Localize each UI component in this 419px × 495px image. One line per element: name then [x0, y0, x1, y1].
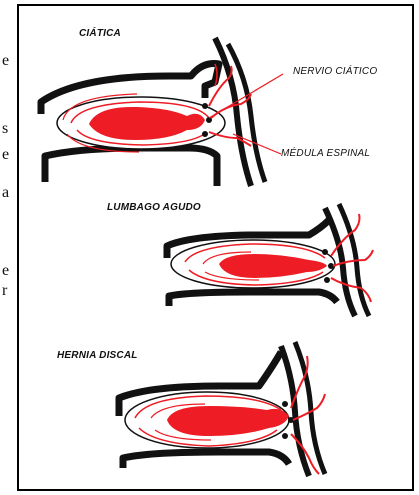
herniated-disc-illustration — [119, 342, 325, 476]
figure-title-lumbago: LUMBAGO AGUDO — [107, 202, 201, 213]
disc-diagram — [19, 6, 416, 493]
clipped-text-char: r — [2, 282, 7, 300]
nerve-root-dot — [322, 249, 328, 255]
lumbago-illustration — [167, 204, 373, 316]
nerve-root-dot — [202, 131, 208, 137]
nerve-root-dot — [202, 103, 208, 109]
vertebra-bottom — [123, 452, 289, 468]
figure-title-herniated-disc: HERNIA DISCAL — [57, 350, 138, 361]
illustration-frame: CIÁTICA NERVIO CIÁTICO MÉDULA ESPINAL LU… — [17, 4, 414, 491]
nerve-line — [211, 94, 251, 118]
clipped-text-char: s — [2, 120, 8, 138]
clipped-text-char: e — [2, 146, 9, 164]
sciatica-illustration — [41, 38, 283, 186]
nerve-root-dot — [282, 401, 288, 407]
clipped-text-char: e — [2, 262, 9, 280]
vertebra-bottom — [169, 292, 337, 306]
clipped-text-char: e — [2, 52, 9, 70]
nerve-root-dot — [282, 433, 288, 439]
clipped-text-char: a — [2, 184, 9, 202]
spinal-cord-label: MÉDULA ESPINAL — [281, 148, 370, 159]
nerve-root-dot — [324, 277, 330, 283]
nerve-label: NERVIO CIÁTICO — [293, 66, 377, 77]
vertebra-bottom — [45, 148, 217, 186]
figure-title-sciatica: CIÁTICA — [79, 28, 121, 39]
